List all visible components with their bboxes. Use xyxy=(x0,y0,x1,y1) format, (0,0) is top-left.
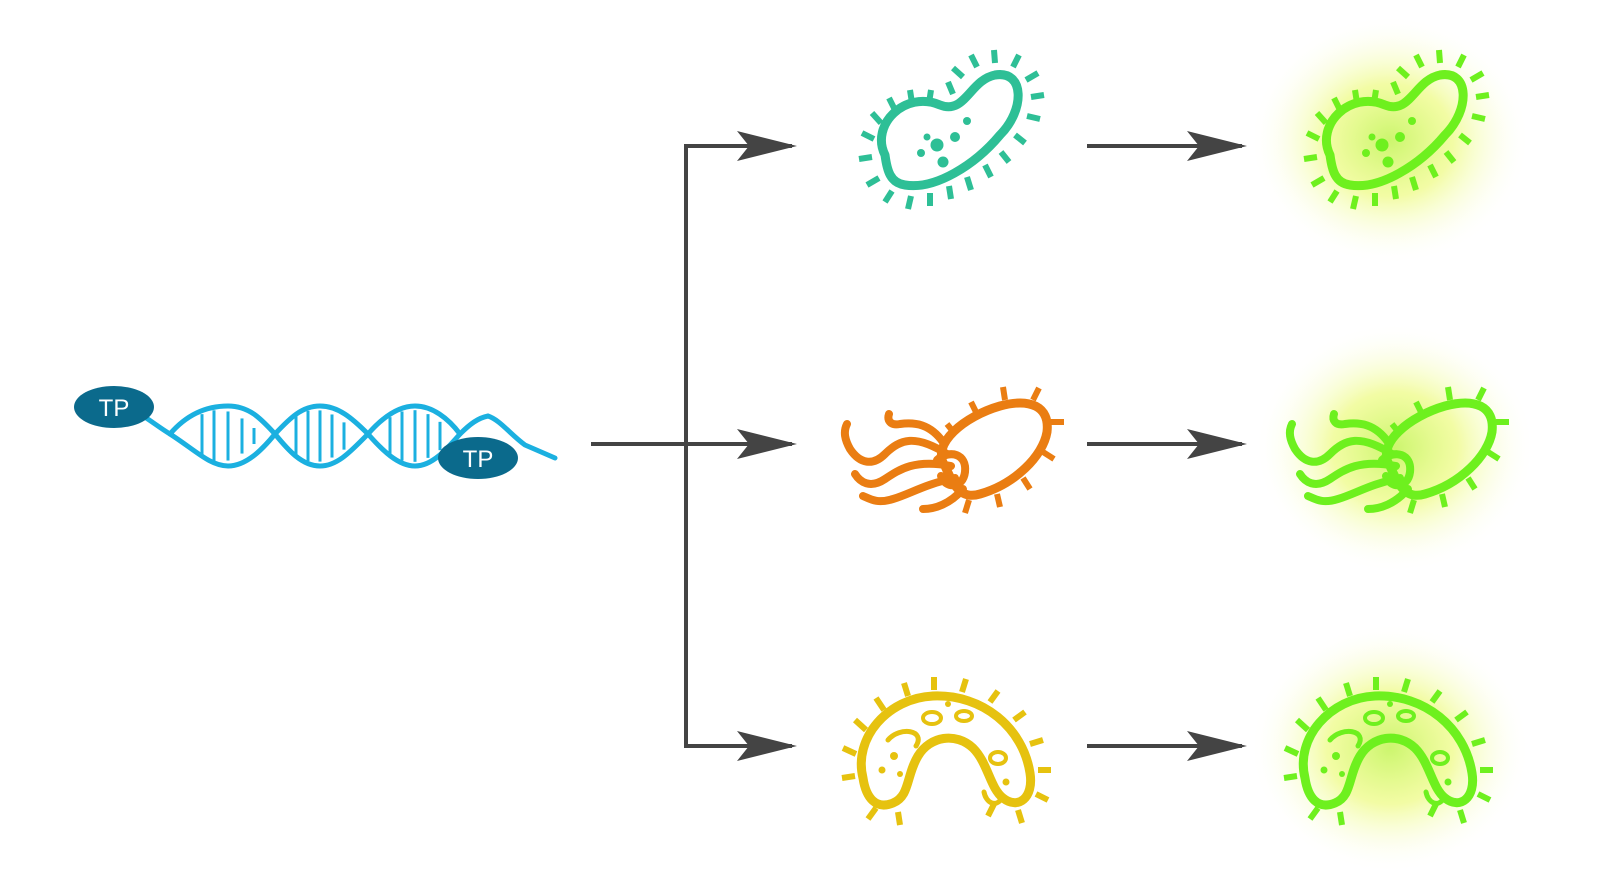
glow-middle xyxy=(1255,323,1535,573)
tp-left-label: TP xyxy=(99,395,130,422)
linear-dna-molecule: TP TP xyxy=(74,386,558,479)
branch-arrows xyxy=(591,131,797,761)
flagellated-bacterium-icon xyxy=(845,387,1064,513)
terminal-protein-left: TP xyxy=(74,386,154,428)
terminal-protein-right: TP xyxy=(438,437,518,479)
dna-strand-b xyxy=(167,403,463,469)
oval-bacterium-icon xyxy=(859,50,1044,209)
glow-top xyxy=(1250,15,1530,265)
curved-bacterium-icon xyxy=(842,677,1051,825)
result-arrows xyxy=(1087,131,1247,761)
tp-right-label: TP xyxy=(463,446,494,473)
dna-base-pairs xyxy=(200,410,442,462)
